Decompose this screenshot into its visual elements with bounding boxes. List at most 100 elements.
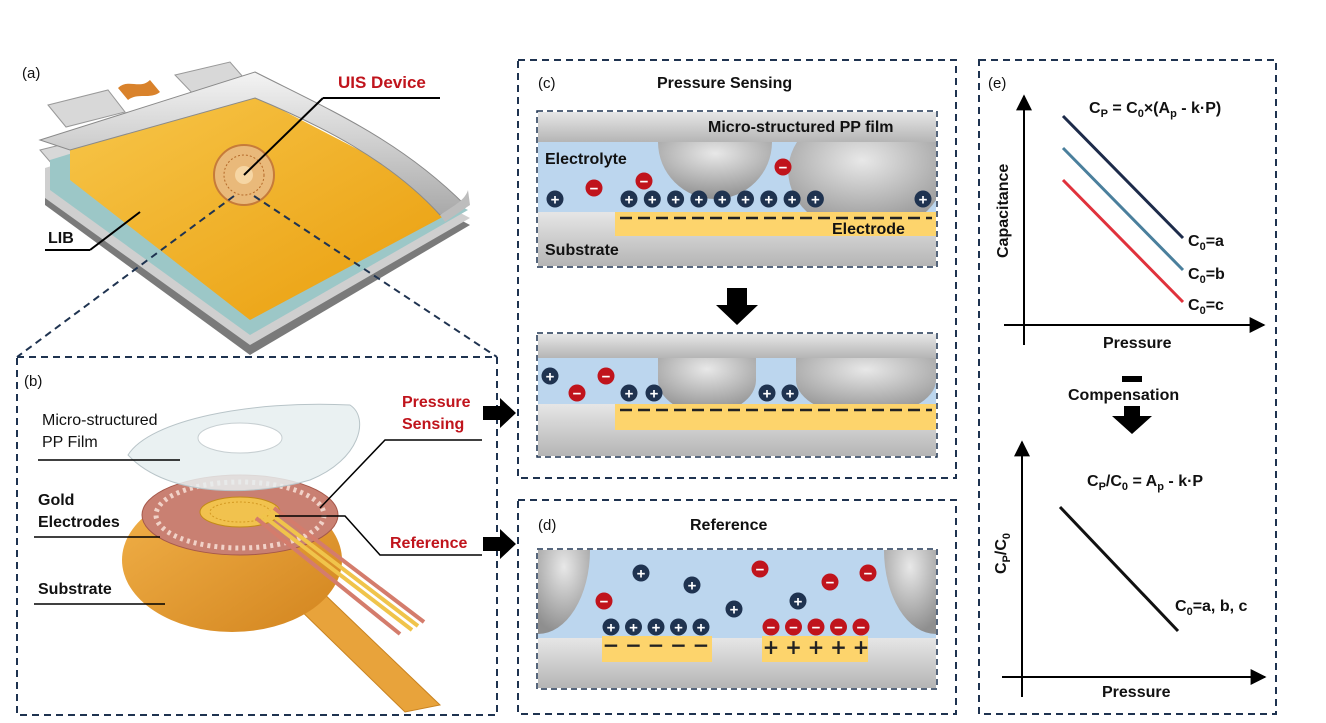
series-line-c	[1061, 178, 1185, 304]
chart-top: CP = C0×(Ap - k·P) Capacitance Pressure …	[995, 94, 1266, 352]
svg-text:+: +	[688, 578, 697, 595]
svg-text:−: −	[779, 160, 788, 177]
cation-icon: +	[667, 190, 685, 209]
cation-icon: +	[645, 384, 663, 403]
panel-e: (e) CP = C0×(Ap - k·P) Capacitance Press…	[978, 59, 1277, 715]
panel-d-tag: (d)	[538, 517, 556, 534]
gold-electrodes-illustration	[141, 474, 426, 636]
svg-text:+: +	[730, 602, 739, 619]
positive-charge-mark: +	[785, 635, 802, 659]
cation-icon: +	[781, 384, 799, 403]
cation-icon: +	[625, 618, 642, 637]
panel-b-tag: (b)	[24, 373, 42, 390]
panel-d: (d) Reference +−++−+−−+++++−−−−−−−−−−+++…	[517, 499, 957, 715]
svg-text:+: +	[551, 192, 560, 209]
anion-icon: −	[585, 179, 603, 198]
cation-icon: +	[683, 576, 701, 595]
anion-icon: −	[762, 618, 780, 637]
svg-text:−: −	[812, 620, 821, 637]
lib-label: LIB	[48, 230, 74, 247]
cation-icon: +	[806, 190, 824, 209]
uis-device-label: UIS Device	[338, 73, 426, 92]
top-ylabel: Capacitance	[995, 164, 1012, 258]
svg-text:−: −	[826, 575, 835, 592]
compensation-arrow	[1112, 406, 1152, 434]
panel-c-frame	[517, 59, 957, 479]
anion-icon: −	[821, 573, 839, 592]
bottom-ylabel: CP/C0	[993, 533, 1013, 574]
svg-text:+: +	[648, 192, 657, 209]
series-line-a	[1061, 114, 1185, 240]
series-label-b: C0=b	[1188, 266, 1225, 286]
anion-icon: −	[635, 172, 653, 191]
arrow-to-c	[483, 398, 516, 428]
svg-text:+: +	[764, 192, 773, 209]
svg-text:+: +	[741, 192, 750, 209]
panel-a: (a) UIS Device LIB	[16, 61, 498, 358]
svg-text:+: +	[629, 620, 638, 637]
cation-icon: +	[643, 190, 661, 209]
ions-panel-c: +−−−+++++++++++−−++++	[541, 158, 932, 403]
anion-icon: −	[859, 564, 877, 583]
panel-b-frame	[16, 356, 498, 716]
sensing-label-2: Sensing	[402, 416, 464, 433]
svg-text:+: +	[607, 620, 616, 637]
series-line-b	[1061, 146, 1185, 272]
electrode-label: Electrode	[832, 221, 905, 238]
transition-arrow	[716, 288, 758, 325]
negative-charge-mark: −	[670, 633, 687, 657]
ions-panel-d: +−++−+−−+++++−−−−−−−−−−+++++	[595, 560, 877, 659]
compensation-label: Compensation	[1068, 387, 1179, 404]
bottom-equation: CP/C0 = Ap - k·P	[1087, 473, 1203, 493]
panel-d-frame	[517, 499, 957, 715]
anion-icon: −	[595, 592, 613, 611]
cation-icon: +	[713, 190, 731, 209]
anion-icon: −	[852, 618, 870, 637]
reference-cell	[536, 548, 938, 690]
anion-icon: −	[568, 384, 586, 403]
cation-icon: +	[737, 190, 754, 209]
svg-text:+: +	[637, 566, 646, 583]
svg-text:−: −	[573, 386, 582, 403]
cation-icon: +	[760, 190, 778, 209]
anion-icon: −	[751, 560, 769, 579]
positive-charge-mark: +	[830, 635, 847, 659]
svg-text:+: +	[674, 620, 683, 637]
panel-d-title: Reference	[690, 517, 767, 534]
svg-text:−: −	[864, 566, 873, 583]
electrodes-label-2: Electrodes	[38, 514, 120, 531]
cation-icon: +	[914, 190, 932, 209]
svg-text:+: +	[697, 620, 706, 637]
cation-icon: +	[602, 618, 620, 637]
cation-icon: +	[783, 190, 801, 209]
svg-text:+: +	[695, 192, 704, 209]
cation-icon: +	[670, 618, 687, 637]
svg-text:+: +	[811, 192, 820, 209]
cation-icon: +	[690, 190, 708, 209]
svg-text:−: −	[756, 562, 765, 579]
svg-text:−: −	[600, 594, 609, 611]
cation-icon: +	[620, 190, 638, 209]
cation-icon: +	[620, 384, 638, 403]
sensing-cell-compressed	[536, 332, 938, 458]
cation-icon: +	[692, 618, 710, 637]
substrate-label: Substrate	[38, 581, 112, 598]
svg-text:−: −	[590, 181, 599, 198]
film-label-1: Micro-structured	[42, 412, 158, 429]
svg-text:+: +	[625, 386, 634, 403]
svg-text:−: −	[789, 620, 798, 637]
panel-e-frame	[978, 59, 1277, 715]
anion-icon: −	[774, 158, 792, 177]
svg-text:+: +	[652, 620, 661, 637]
positive-charge-mark: +	[763, 635, 780, 659]
cation-icon: +	[632, 564, 650, 583]
series-label-all: C0=a, b, c	[1175, 598, 1247, 618]
svg-text:+: +	[718, 192, 727, 209]
anion-icon: −	[785, 618, 802, 637]
cation-icon: +	[725, 600, 743, 619]
svg-text:−: −	[834, 620, 843, 637]
negative-charge-mark: −	[603, 633, 620, 657]
chart-bottom: CP/C0 = Ap - k·P CP/C0 Pressure C0=a, b,…	[993, 440, 1267, 701]
electrolyte-label: Electrolyte	[545, 151, 627, 168]
